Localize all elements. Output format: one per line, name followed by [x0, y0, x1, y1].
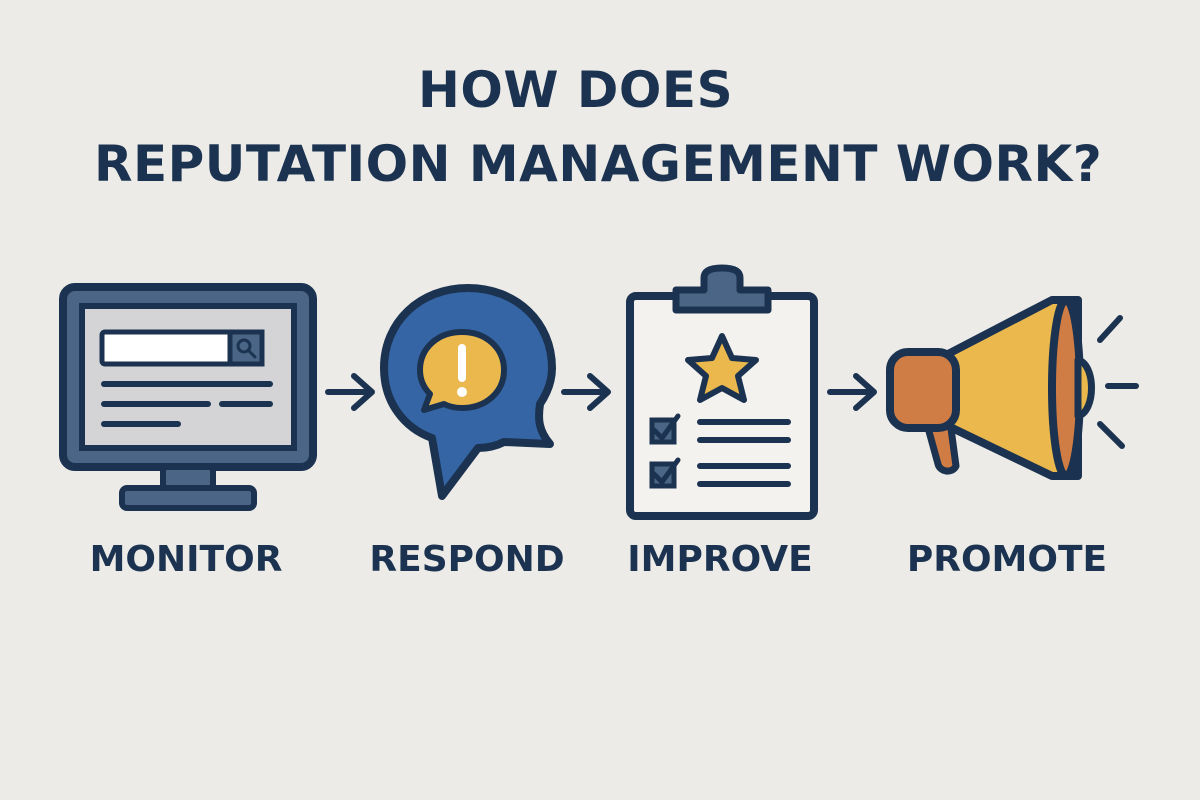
title-line-2: REPUTATION MANAGEMENT WORK? — [94, 135, 1103, 193]
arrow-right-icon — [325, 373, 375, 411]
monitor-search-icon — [59, 283, 317, 511]
megaphone-icon — [886, 296, 1139, 480]
arrow-right-icon — [827, 373, 877, 411]
arrow-right-icon — [561, 373, 611, 411]
title-line-1: HOW DOES — [418, 61, 734, 119]
step-label-promote: PROMOTE — [906, 539, 1108, 580]
clipboard-star-checklist-icon — [626, 264, 818, 520]
step-label-improve: IMPROVE — [627, 539, 813, 580]
step-label-monitor: MONITOR — [89, 539, 283, 580]
speech-bubble-alert-icon — [380, 284, 556, 500]
step-label-respond: RESPOND — [369, 539, 565, 580]
